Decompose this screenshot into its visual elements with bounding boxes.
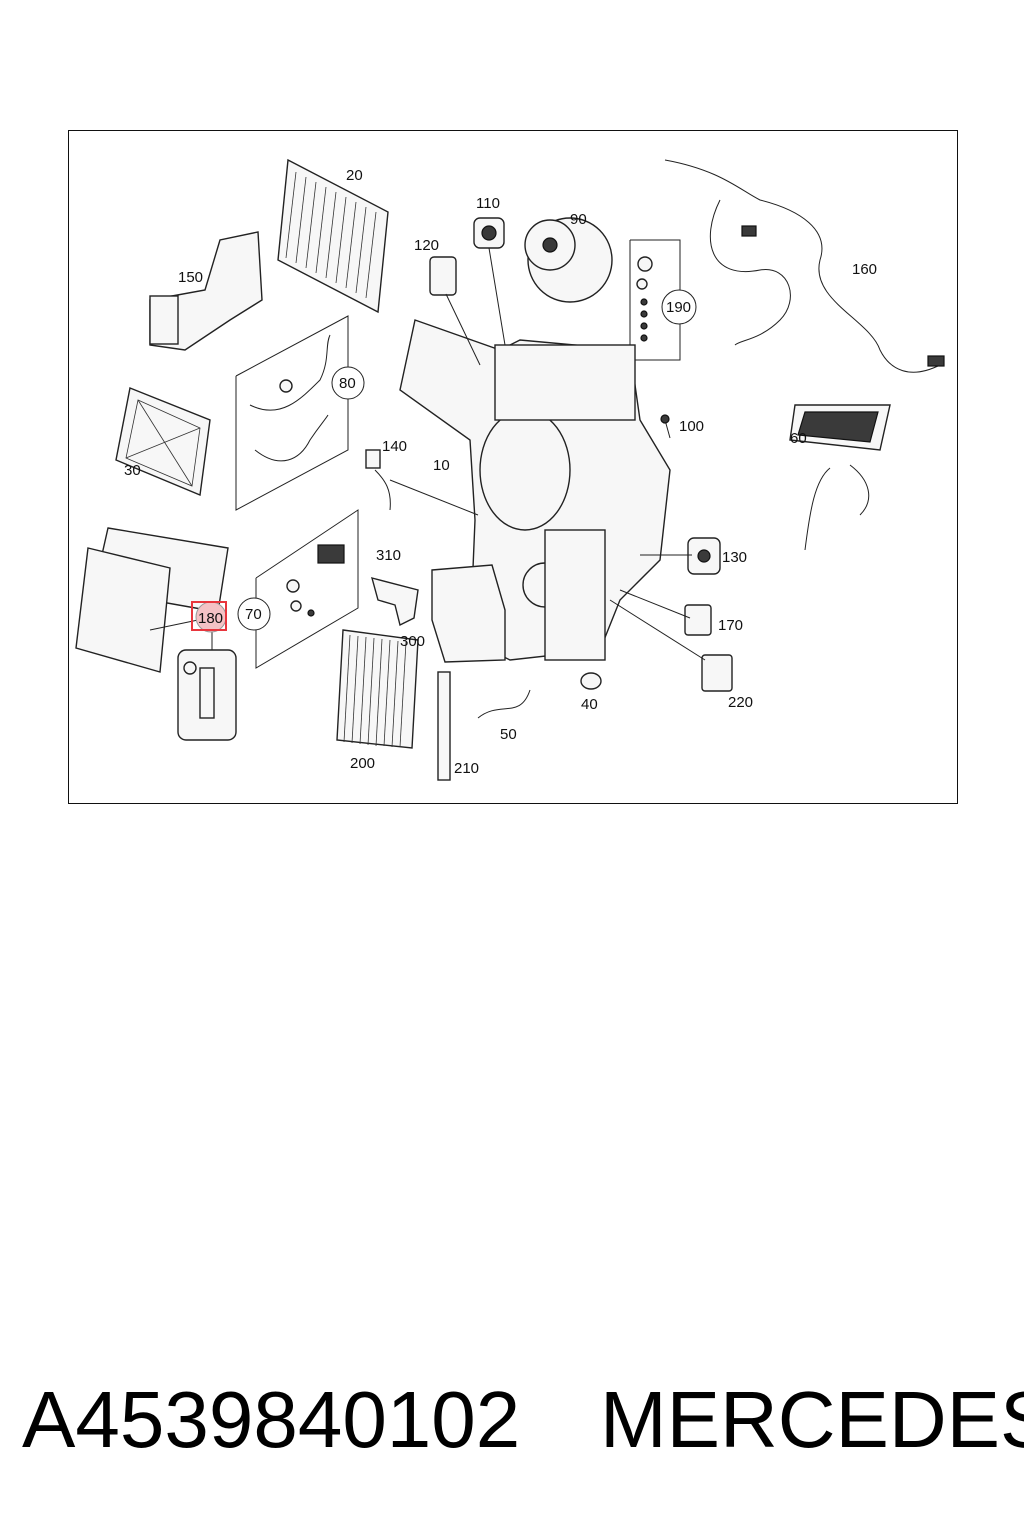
callout-30: 30	[124, 462, 141, 479]
part-50-drain-hose[interactable]	[477, 689, 531, 719]
callout-10: 10	[433, 457, 450, 474]
diagram-frame	[68, 130, 958, 804]
part-300-panel[interactable]	[431, 564, 506, 663]
callout-120: 120	[414, 237, 439, 254]
callout-80-circle: 80	[331, 366, 365, 400]
leader-lines	[149, 247, 706, 661]
callout-50: 50	[500, 726, 517, 743]
part-70-small-parts[interactable]	[255, 509, 359, 669]
callout-180: 180	[198, 610, 223, 627]
part-90-blower-motor[interactable]	[524, 217, 613, 303]
callout-110: 110	[476, 195, 500, 212]
callout-300: 300	[400, 633, 425, 650]
callout-210: 210	[454, 760, 479, 777]
part-40-grommet[interactable]	[580, 672, 602, 690]
callout-130: 130	[722, 549, 747, 566]
part-180-seal[interactable]	[75, 527, 237, 741]
part-210-strip[interactable]	[437, 671, 451, 781]
callout-90: 90	[570, 211, 587, 228]
part-number: A4539840102	[22, 1375, 521, 1464]
part-80-hoses[interactable]	[235, 315, 349, 511]
part-310-bracket[interactable]	[371, 577, 419, 627]
part-30-filter-frame[interactable]	[115, 387, 211, 496]
callout-190-circle: 190	[661, 289, 697, 325]
part-130-actuator[interactable]	[687, 537, 721, 575]
callout-200: 200	[350, 755, 375, 772]
callout-140: 140	[382, 438, 407, 455]
callout-160: 160	[852, 261, 877, 278]
callout-80: 80	[339, 375, 356, 392]
part-150-duct[interactable]	[149, 231, 263, 351]
part-60-heater-core[interactable]	[789, 404, 891, 551]
callout-40: 40	[581, 696, 598, 713]
part-190-fasteners[interactable]	[629, 239, 681, 361]
callout-150: 150	[178, 269, 203, 286]
callout-220: 220	[728, 694, 753, 711]
callout-60: 60	[790, 430, 807, 447]
callout-70-circle: 70	[237, 597, 271, 631]
part-160-wiring-harness[interactable]	[664, 159, 945, 373]
callout-70: 70	[245, 606, 262, 623]
part-100-screw[interactable]	[660, 414, 671, 439]
part-10-hvac-housing[interactable]	[399, 319, 671, 661]
part-170-sensor[interactable]	[684, 604, 712, 636]
callout-20: 20	[346, 167, 363, 184]
part-140-temp-sensor[interactable]	[365, 449, 391, 511]
part-120-sensor[interactable]	[429, 256, 457, 296]
caption: A4539840102 MERCEDES	[22, 1370, 1024, 1470]
brand-name: MERCEDES	[600, 1375, 1024, 1464]
part-20-evaporator[interactable]	[277, 158, 389, 314]
callout-170: 170	[718, 617, 743, 634]
callout-180-highlight[interactable]: 180	[191, 601, 227, 633]
part-110-actuator[interactable]	[473, 217, 505, 249]
callout-310: 310	[376, 547, 401, 564]
callout-100: 100	[679, 418, 704, 435]
part-220-module[interactable]	[701, 654, 733, 692]
callout-190: 190	[666, 299, 691, 316]
part-200-cabin-filter[interactable]	[336, 629, 419, 749]
